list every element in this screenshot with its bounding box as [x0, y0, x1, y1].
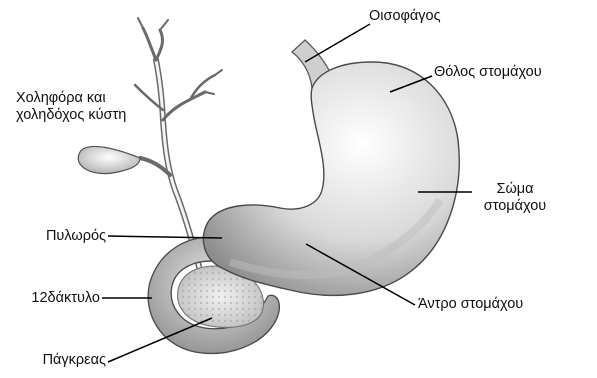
label-esophagus: Οισοφάγος	[369, 8, 441, 25]
stomach	[203, 62, 459, 295]
label-body: Σώμα στομάχου	[474, 181, 556, 215]
label-antrum: Άντρο στομάχου	[418, 296, 523, 313]
label-pancreas: Πάγκρεας	[8, 352, 106, 369]
label-body-line1: Σώμα	[474, 181, 556, 198]
label-biliary-line2: χοληδόχος κύστη	[16, 107, 126, 124]
label-biliary-line1: Χοληφόρα και	[16, 90, 126, 107]
gallbladder	[78, 146, 140, 173]
label-body-line2: στομάχου	[474, 198, 556, 215]
label-fundus: Θόλος στομάχου	[434, 64, 542, 81]
label-pylorus: Πυλωρός	[8, 228, 106, 245]
label-duodenum: 12δάκτυλο	[8, 290, 100, 307]
label-biliary: Χοληφόρα και χοληδόχος κύστη	[16, 90, 126, 124]
